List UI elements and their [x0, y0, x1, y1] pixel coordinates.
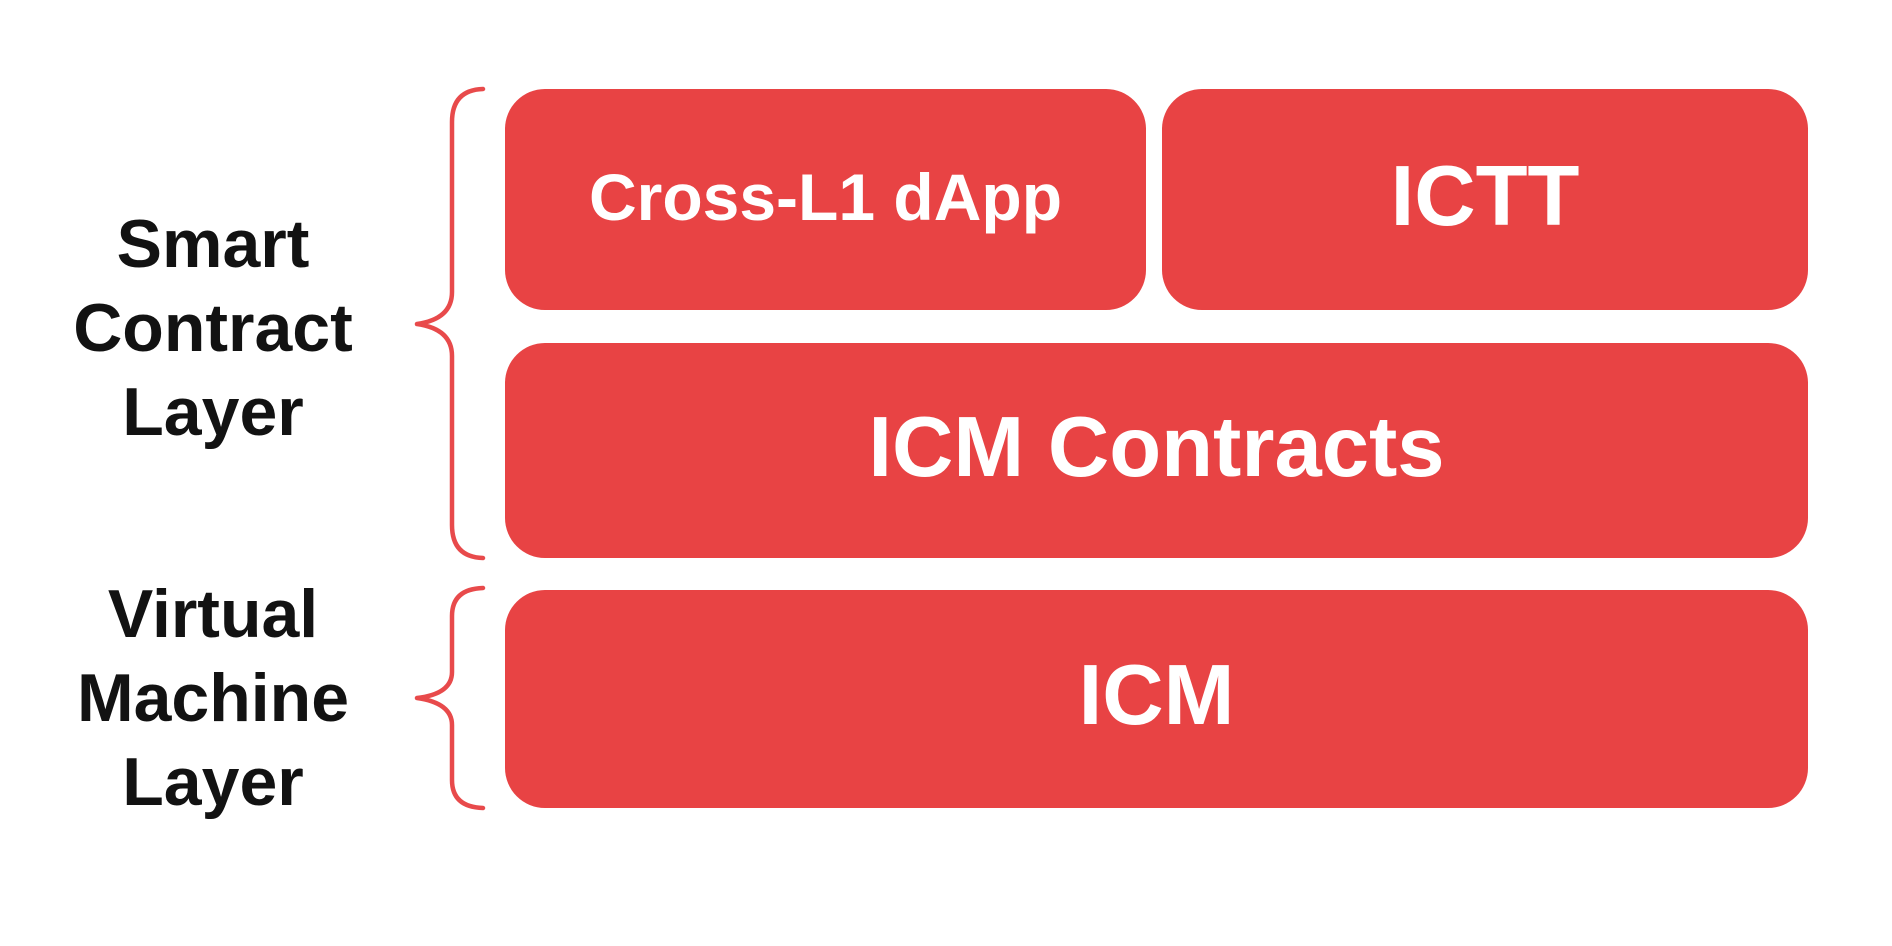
- box-cross-l1-dapp: Cross-L1 dApp: [505, 89, 1146, 310]
- label-line: Contract: [73, 290, 353, 366]
- box-label: ICTT: [1390, 148, 1580, 244]
- label-smart-contract-layer: Smart Contract Layer: [13, 202, 413, 454]
- smart-contract-brace-icon: [414, 86, 486, 561]
- box-ictt: ICTT: [1162, 89, 1808, 310]
- virtual-machine-brace-icon: [414, 585, 486, 811]
- label-line: Layer: [122, 744, 304, 820]
- box-label: Cross-L1 dApp: [588, 159, 1063, 234]
- box-label: ICM Contracts: [868, 399, 1445, 495]
- box-icm-contracts: ICM Contracts: [505, 343, 1808, 558]
- box-label: ICM: [1078, 648, 1235, 743]
- label-line: Layer: [122, 374, 304, 450]
- label-virtual-machine-layer: Virtual Machine Layer: [13, 572, 413, 824]
- label-line: Machine: [76, 660, 350, 736]
- label-line: Virtual: [107, 576, 319, 652]
- label-line: Smart: [116, 206, 310, 282]
- box-icm: ICM: [505, 590, 1808, 808]
